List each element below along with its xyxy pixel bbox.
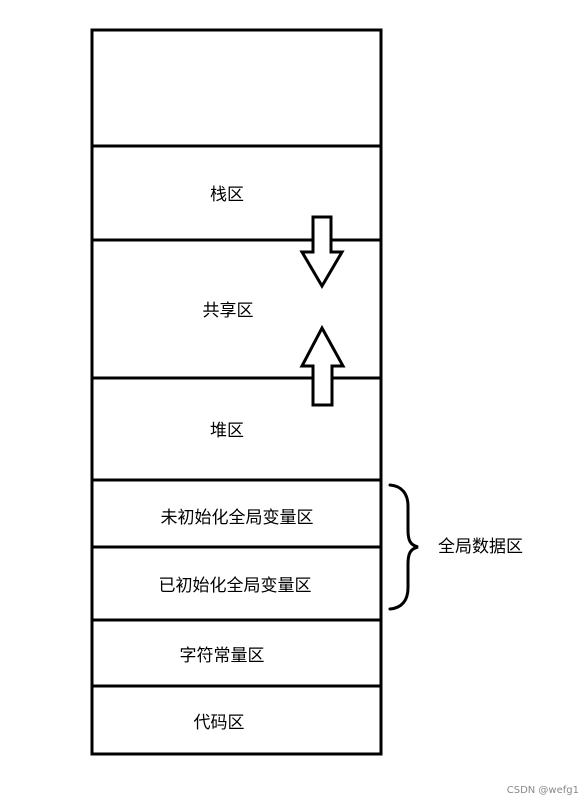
segment-label-data: 已初始化全局变量区 [159,576,312,596]
global-data-label: 全局数据区 [438,537,523,557]
segment-label-shared: 共享区 [203,301,254,321]
watermark: CSDN @wefg1 [506,785,579,796]
global-data-brace [388,483,419,611]
segment-label-heap: 堆区 [210,421,244,441]
arrow-down-icon [299,215,345,289]
segment-label-stack: 栈区 [210,185,244,205]
segment-label-rodata: 字符常量区 [180,646,265,666]
segment-label-text: 代码区 [194,713,245,733]
arrow-up-icon [299,324,346,407]
memory-outer-box [90,28,383,756]
segment-label-bss: 未初始化全局变量区 [161,508,314,528]
